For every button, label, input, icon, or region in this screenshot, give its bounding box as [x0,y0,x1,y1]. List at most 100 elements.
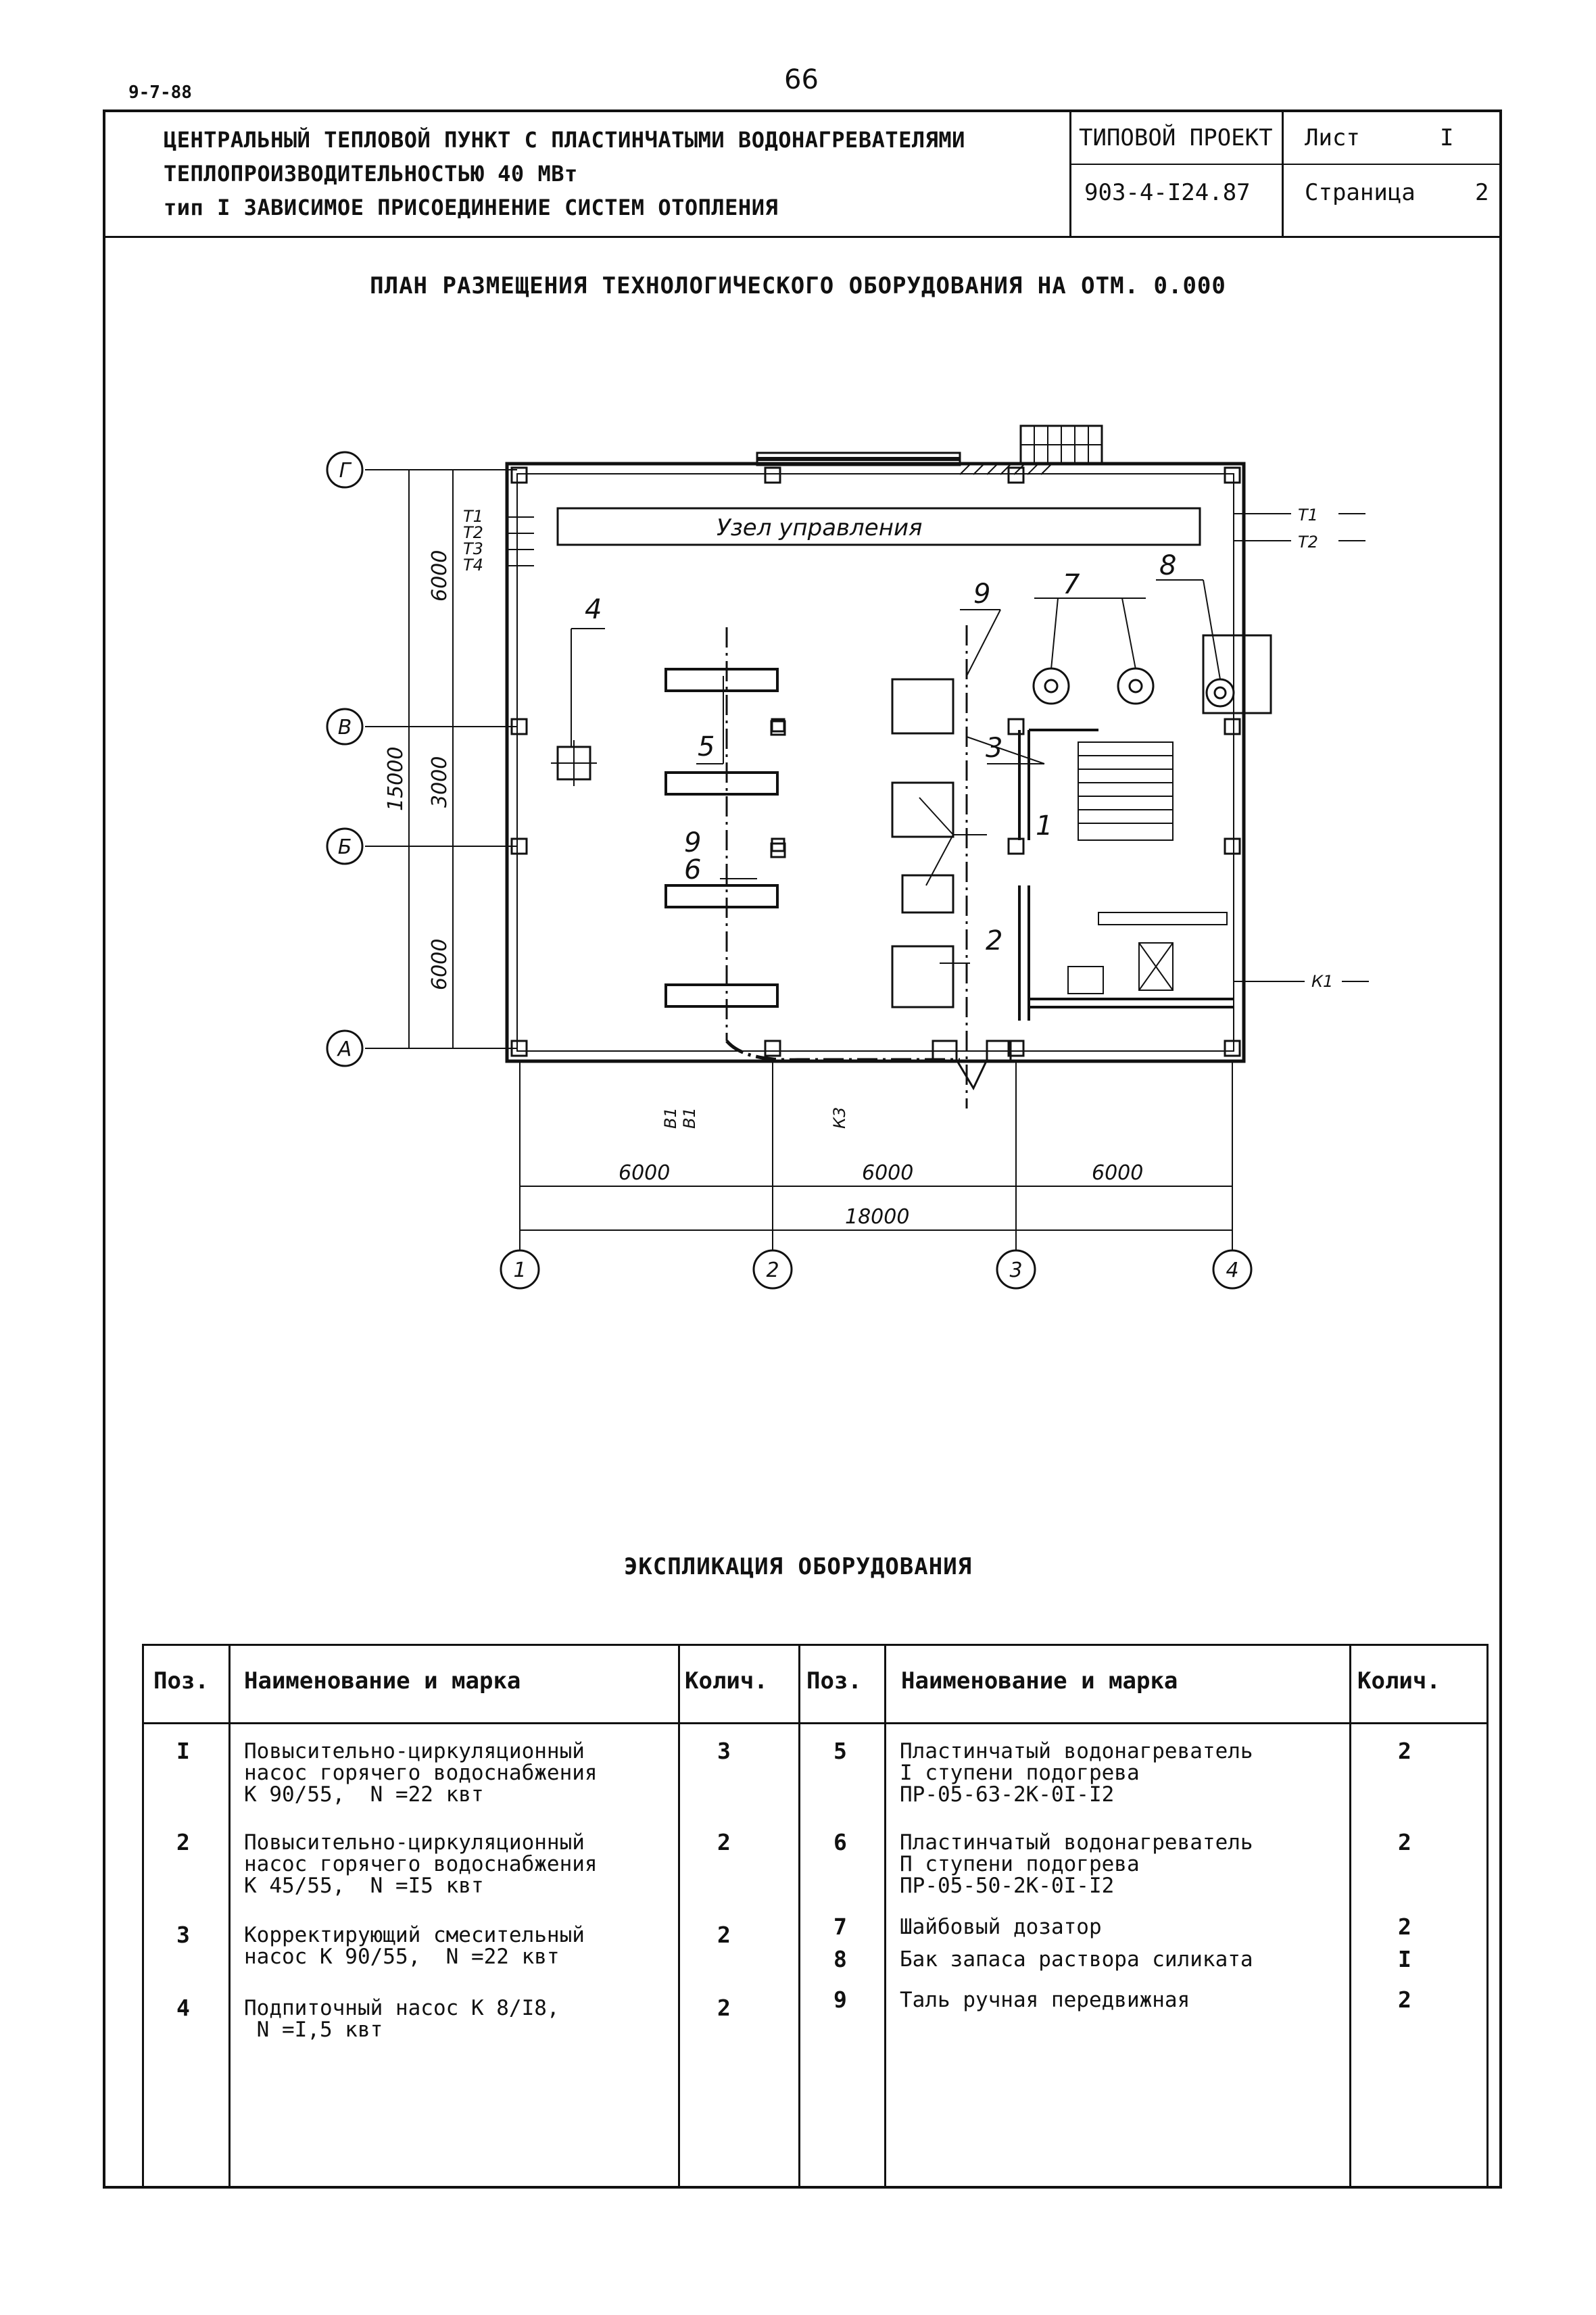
axis-bubble-row [326,708,364,746]
table-header: Колич. [1357,1667,1441,1695]
project-label: ТИПОВОЙ ПРОЕКТ [1079,124,1273,151]
pipe-label: Т1 [463,507,483,526]
title-line-1: ЦЕНТРАЛЬНЫЙ ТЕПЛОВОЙ ПУНКТ С ПЛАСТИНЧАТЫ… [164,127,965,153]
position-label: 6 [684,854,701,885]
title-divider [1282,109,1284,238]
pipe-label: Т2 [1298,533,1318,552]
axis-col-label: 4 [1226,1259,1238,1282]
row-position: 9 [833,1987,847,2013]
row-quantity: 2 [717,1995,731,2021]
row-quantity: 2 [717,1922,731,1948]
page-value: 2 [1475,179,1489,206]
explication-title: ЭКСПЛИКАЦИЯ ОБОРУДОВАНИЯ [623,1553,973,1580]
equipment-table: Поз. Наименование и марка Колич. Поз. На… [142,1644,1489,2189]
control-unit-label: Узел управления [717,514,923,541]
page-number: 66 [784,64,819,95]
sheet-label: Лист [1305,124,1360,151]
dimension-lines [365,469,1233,1250]
position-label: 1 [1036,810,1053,842]
sheet-value: I [1440,124,1454,151]
axis-bubble-row [326,827,364,865]
row-quantity: 2 [1398,1738,1411,1764]
position-label: 9 [684,827,701,858]
row-name: Корректирующий смесительный насос К 90/5… [244,1923,585,1969]
interior-walls [1018,729,1234,1021]
table-header-divider [144,1722,1486,1724]
title-divider [1069,109,1071,238]
table-header: Колич. [685,1667,768,1695]
row-quantity: I [1398,1946,1411,1972]
row-name: Бак запаса раствора силиката [900,1947,1253,1972]
page-label: Страница [1305,179,1416,206]
table-header: Поз. [806,1667,862,1695]
position-label: 8 [1159,550,1176,581]
building-outer-wall [505,462,1246,1063]
row-name: Шайбовый дозатор [900,1915,1102,1939]
title-line-3: тип I ЗАВИСИМОЕ ПРИСОЕДИНЕНИЕ СИСТЕМ ОТО… [164,195,779,220]
dim-total-vertical: 15000 [384,747,408,811]
row-name: Повысительно-циркуляционный насос горяче… [244,1830,598,1898]
row-position: 7 [833,1914,847,1940]
axis-col-label: 1 [513,1259,526,1282]
axis-row-label: В [338,716,352,739]
table-header: Поз. [153,1667,209,1695]
title-row-divider [1069,164,1502,165]
building-inner-wall [516,473,1234,1052]
circulation-pumps [891,678,954,1008]
pipe-label: К1 [1311,972,1333,991]
table-column-divider [884,1646,886,2187]
pipe-label: Т2 [463,523,483,542]
dim-vertical: 6000 [428,550,452,602]
row-quantity: 3 [717,1738,731,1764]
dim-vertical: 3000 [428,756,452,808]
dim-vertical: 6000 [428,939,452,990]
axis-row-label: А [337,1038,352,1061]
axis-col-label: 3 [1009,1259,1022,1282]
pipe-label: В1 [661,1107,680,1129]
dosers [1032,667,1155,705]
hatch [959,463,1053,475]
structural-columns [510,466,1241,1057]
axis-bubble-col [1212,1249,1253,1290]
control-unit-box [556,507,1201,546]
project-number: 903-4-I24.87 [1084,179,1251,206]
row-position: 3 [176,1922,190,1948]
axis-row-label: Б [338,835,352,859]
row-name: Пластинчатый водонагреватель П ступени п… [900,1830,1253,1898]
row-name: Пластинчатый водонагреватель I ступени п… [900,1739,1253,1807]
dim-horizontal: 6000 [862,1161,913,1185]
axis-bubble-row [326,451,364,489]
row-position: I [176,1738,190,1764]
position-label: 3 [986,733,1002,764]
position-label: 5 [698,731,715,762]
row-quantity: 2 [1398,1829,1411,1855]
table-header: Наименование и марка [244,1667,521,1695]
document-code: 9-7-88 [128,82,192,103]
dim-horizontal: 6000 [619,1161,670,1185]
row-position: 6 [833,1829,847,1855]
table-column-divider [678,1646,680,2187]
axis-bubble-col [752,1249,793,1290]
axis-row-label: Г [339,459,352,483]
plate-heat-exchangers [664,668,779,1008]
row-quantity: 2 [1398,1914,1411,1940]
table-column-divider [1349,1646,1351,2187]
position-label: 4 [585,594,602,625]
row-position: 2 [176,1829,190,1855]
pipe-label: Т1 [1298,506,1318,525]
axis-col-label: 2 [766,1259,779,1282]
dim-horizontal: 6000 [1092,1161,1143,1185]
table-column-divider [798,1646,800,2187]
axis-bubble-col [996,1249,1036,1290]
title-line-2: ТЕПЛОПРОИЗВОДИТЕЛЬНОСТЬЮ 40 МВт [164,161,578,187]
dim-total-horizontal: 18000 [845,1205,909,1229]
table-header: Наименование и марка [901,1667,1178,1695]
position-label: 7 [1063,569,1080,600]
axis-bubble-row [326,1029,364,1067]
row-name: Повысительно-циркуляционный насос горяче… [244,1739,598,1807]
table-column-divider [228,1646,231,2187]
pipe-label: К3 [830,1107,849,1129]
pipe-label: Т4 [463,556,483,575]
row-name: Таль ручная передвижная [900,1988,1190,2012]
position-label: 2 [986,925,1002,956]
